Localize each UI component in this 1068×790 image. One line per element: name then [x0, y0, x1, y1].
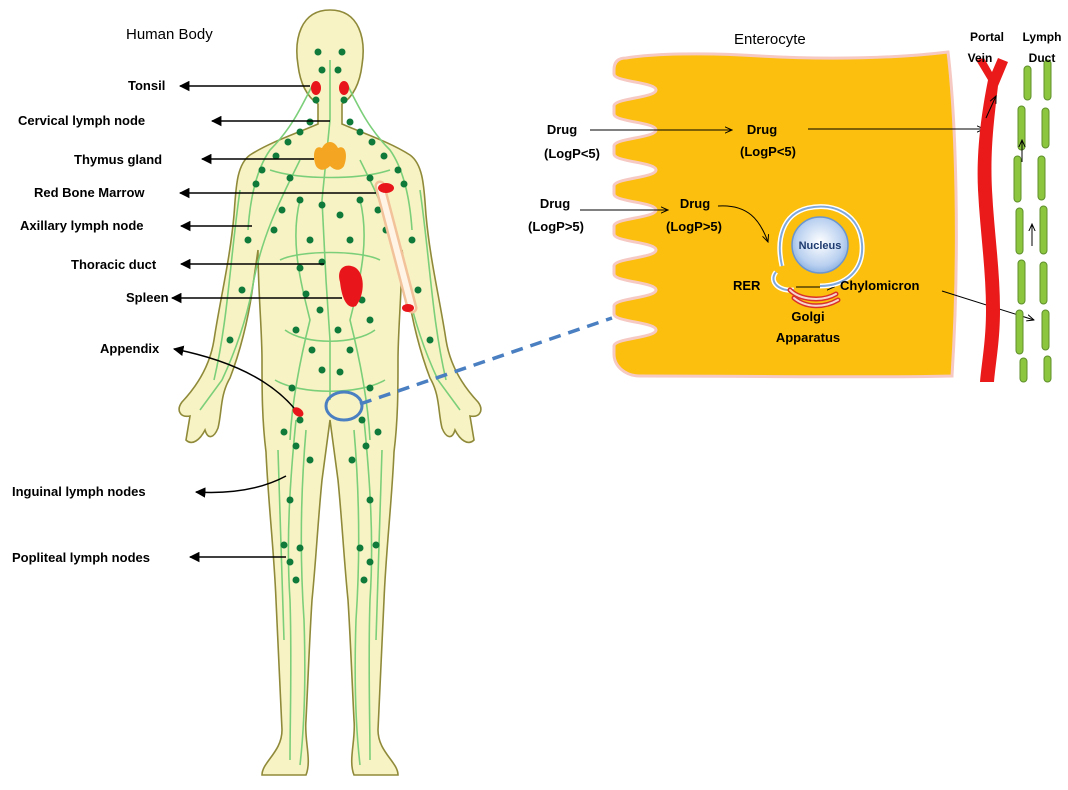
body-title: Human Body — [126, 26, 213, 43]
human-body-figure — [179, 10, 481, 775]
drug-low-inside-line2: (LogP<5) — [740, 144, 796, 159]
portal-vein-label-line1: Portal — [970, 30, 1004, 44]
enterocyte-cell — [614, 52, 956, 377]
drug-low-outside-line2: (LogP<5) — [544, 146, 600, 161]
tonsil-left — [311, 81, 321, 95]
nucleus-label: Nucleus — [799, 240, 842, 252]
label-red-bone-marrow: Red Bone Marrow — [34, 185, 145, 200]
tonsil-right — [339, 81, 349, 95]
chylomicron-label: Chylomicron — [840, 278, 920, 293]
label-inguinal-lymph-nodes: Inguinal lymph nodes — [12, 484, 146, 499]
label-cervical-lymph-node: Cervical lymph node — [18, 113, 145, 128]
lymph-duct-label-line2: Duct — [1029, 51, 1056, 65]
drug-low-outside-line1: Drug — [547, 122, 577, 137]
label-appendix: Appendix — [100, 341, 160, 356]
body-labels: Tonsil Cervical lymph node Thymus gland … — [12, 78, 169, 565]
drug-high-outside-line2: (LogP>5) — [528, 219, 584, 234]
golgi-label-line1: Golgi — [791, 309, 824, 324]
label-popliteal-lymph-nodes: Popliteal lymph nodes — [12, 550, 150, 565]
portal-vein-label-line2: Vein — [968, 51, 993, 65]
label-axillary-lymph-node: Axillary lymph node — [20, 218, 144, 233]
drug-high-outside-line1: Drug — [540, 196, 570, 211]
drug-high-inside-line2: (LogP>5) — [666, 219, 722, 234]
label-thoracic-duct: Thoracic duct — [71, 257, 157, 272]
lymph-duct — [1014, 60, 1051, 382]
golgi-label-line2: Apparatus — [776, 330, 840, 345]
lymph-duct-label-line1: Lymph — [1023, 30, 1062, 44]
drug-low-inside-line1: Drug — [747, 122, 777, 137]
drug-high-inside-line1: Drug — [680, 196, 710, 211]
label-thymus-gland: Thymus gland — [74, 152, 162, 167]
portal-vein — [976, 58, 1008, 382]
enterocyte-title: Enterocyte — [734, 31, 806, 48]
label-spleen: Spleen — [126, 290, 169, 305]
label-tonsil: Tonsil — [128, 78, 165, 93]
rer-label: RER — [733, 278, 761, 293]
